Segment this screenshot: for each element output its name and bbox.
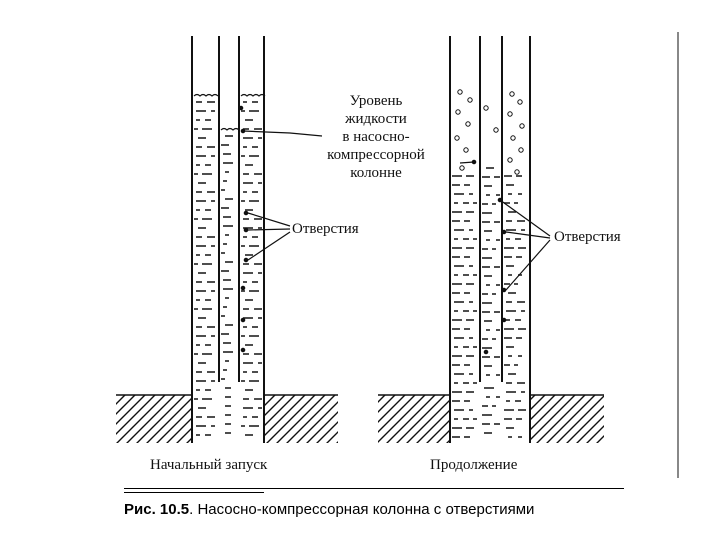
liquid-level-line-3: в насосно- [342,129,410,145]
caption-rule-short [124,492,264,493]
holes-label-left: Отверстия [292,221,359,237]
continue-label: Продолжение [430,457,518,473]
liquid-level-line-1: Уровень [349,93,403,109]
gas-bubble [519,123,525,129]
gas-bubble [457,89,463,95]
ground-right-b [530,395,604,443]
figure-number: Рис. 10.5 [124,501,190,518]
figure-caption-text: . Насосно-компрессорная колонна с отверс… [189,501,535,518]
fluid-surface [240,93,266,97]
hole-dot [243,210,249,216]
right-well [449,36,531,443]
gas-bubble [465,121,471,127]
caption-rule [124,488,624,489]
hole-dot [243,257,249,263]
start-label: Начальный запуск [150,457,268,473]
gas-bubble [507,111,513,117]
liquid-level-line-4: компрессорной [327,147,425,163]
gas-bubble [493,127,499,133]
gas-bubble [483,105,489,111]
gas-bubble [509,91,515,97]
gas-bubble [455,109,461,115]
gas-bubble [514,169,520,175]
hole-dot [501,317,507,323]
gas-bubble [517,99,523,105]
ground-left-a [116,395,192,443]
left-well [191,36,265,443]
liquid-level-line-5: колонне [350,165,402,181]
ground-right-a [378,395,450,443]
left-well-fluid [193,93,266,436]
gas-bubble [454,135,460,141]
hole-dot [501,229,507,235]
ground-left-b [264,395,338,443]
gas-bubble [507,157,513,163]
figure-caption: Рис. 10.5. Насосно-компрессорная колонна… [124,501,534,518]
liquid-level-label: Уровень жидкости в насосно- компрессорно… [296,92,456,182]
liquid-level-line-2: жидкости [345,111,407,127]
right-well-fluid [452,89,526,438]
holes-label-right: Отверстия [554,229,621,245]
hole-dot [240,347,246,353]
hole-dot [240,317,246,323]
hole-dot [238,105,244,111]
fluid-surface [193,93,219,97]
leader-lines [242,130,551,291]
fluid-surface [220,127,240,131]
hole-dot [243,227,249,233]
gas-bubble [463,147,469,153]
gas-bubble [467,97,473,103]
hole-dot [240,285,246,291]
gas-bubble [459,165,465,171]
gas-bubble [518,147,524,153]
hole-dot [483,349,489,355]
gas-bubble [510,135,516,141]
hole-dot [501,287,507,293]
